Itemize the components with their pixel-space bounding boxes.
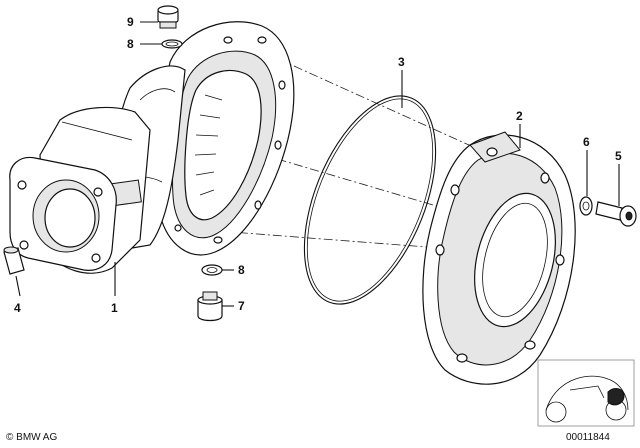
alignment-lines (195, 37, 481, 249)
callout-4: 4 (14, 301, 21, 315)
part-5-bolt (595, 201, 637, 227)
callout-8-lower: 8 (238, 263, 245, 277)
callout-5: 5 (615, 149, 622, 163)
callout-1: 1 (111, 301, 118, 315)
part-7-drain-plug (197, 291, 223, 322)
part-8-seal-ring-lower (201, 264, 223, 276)
motorcycle-location-thumbnail (537, 359, 635, 427)
part-6-washer (579, 196, 593, 216)
drawing-number: 00011844 (566, 432, 610, 443)
copyright-notice: © BMW AG (6, 432, 58, 443)
callout-9: 9 (127, 15, 134, 29)
part-9-filler-plug (157, 5, 179, 29)
part-8-seal-ring-upper (161, 39, 183, 49)
part-1-final-drive-housing (9, 21, 295, 274)
callout-6: 6 (583, 135, 590, 149)
part-2-housing-cover (422, 131, 576, 385)
callout-8-upper: 8 (127, 37, 134, 51)
part-3-o-ring (303, 95, 437, 305)
callout-7: 7 (238, 299, 245, 313)
callout-labels: 9 8 3 2 6 5 8 7 4 1 (14, 15, 622, 315)
callout-2: 2 (516, 109, 523, 123)
leader-lines (15, 21, 620, 307)
callout-3: 3 (398, 55, 405, 69)
part-4-dowel-sleeve (3, 246, 25, 275)
